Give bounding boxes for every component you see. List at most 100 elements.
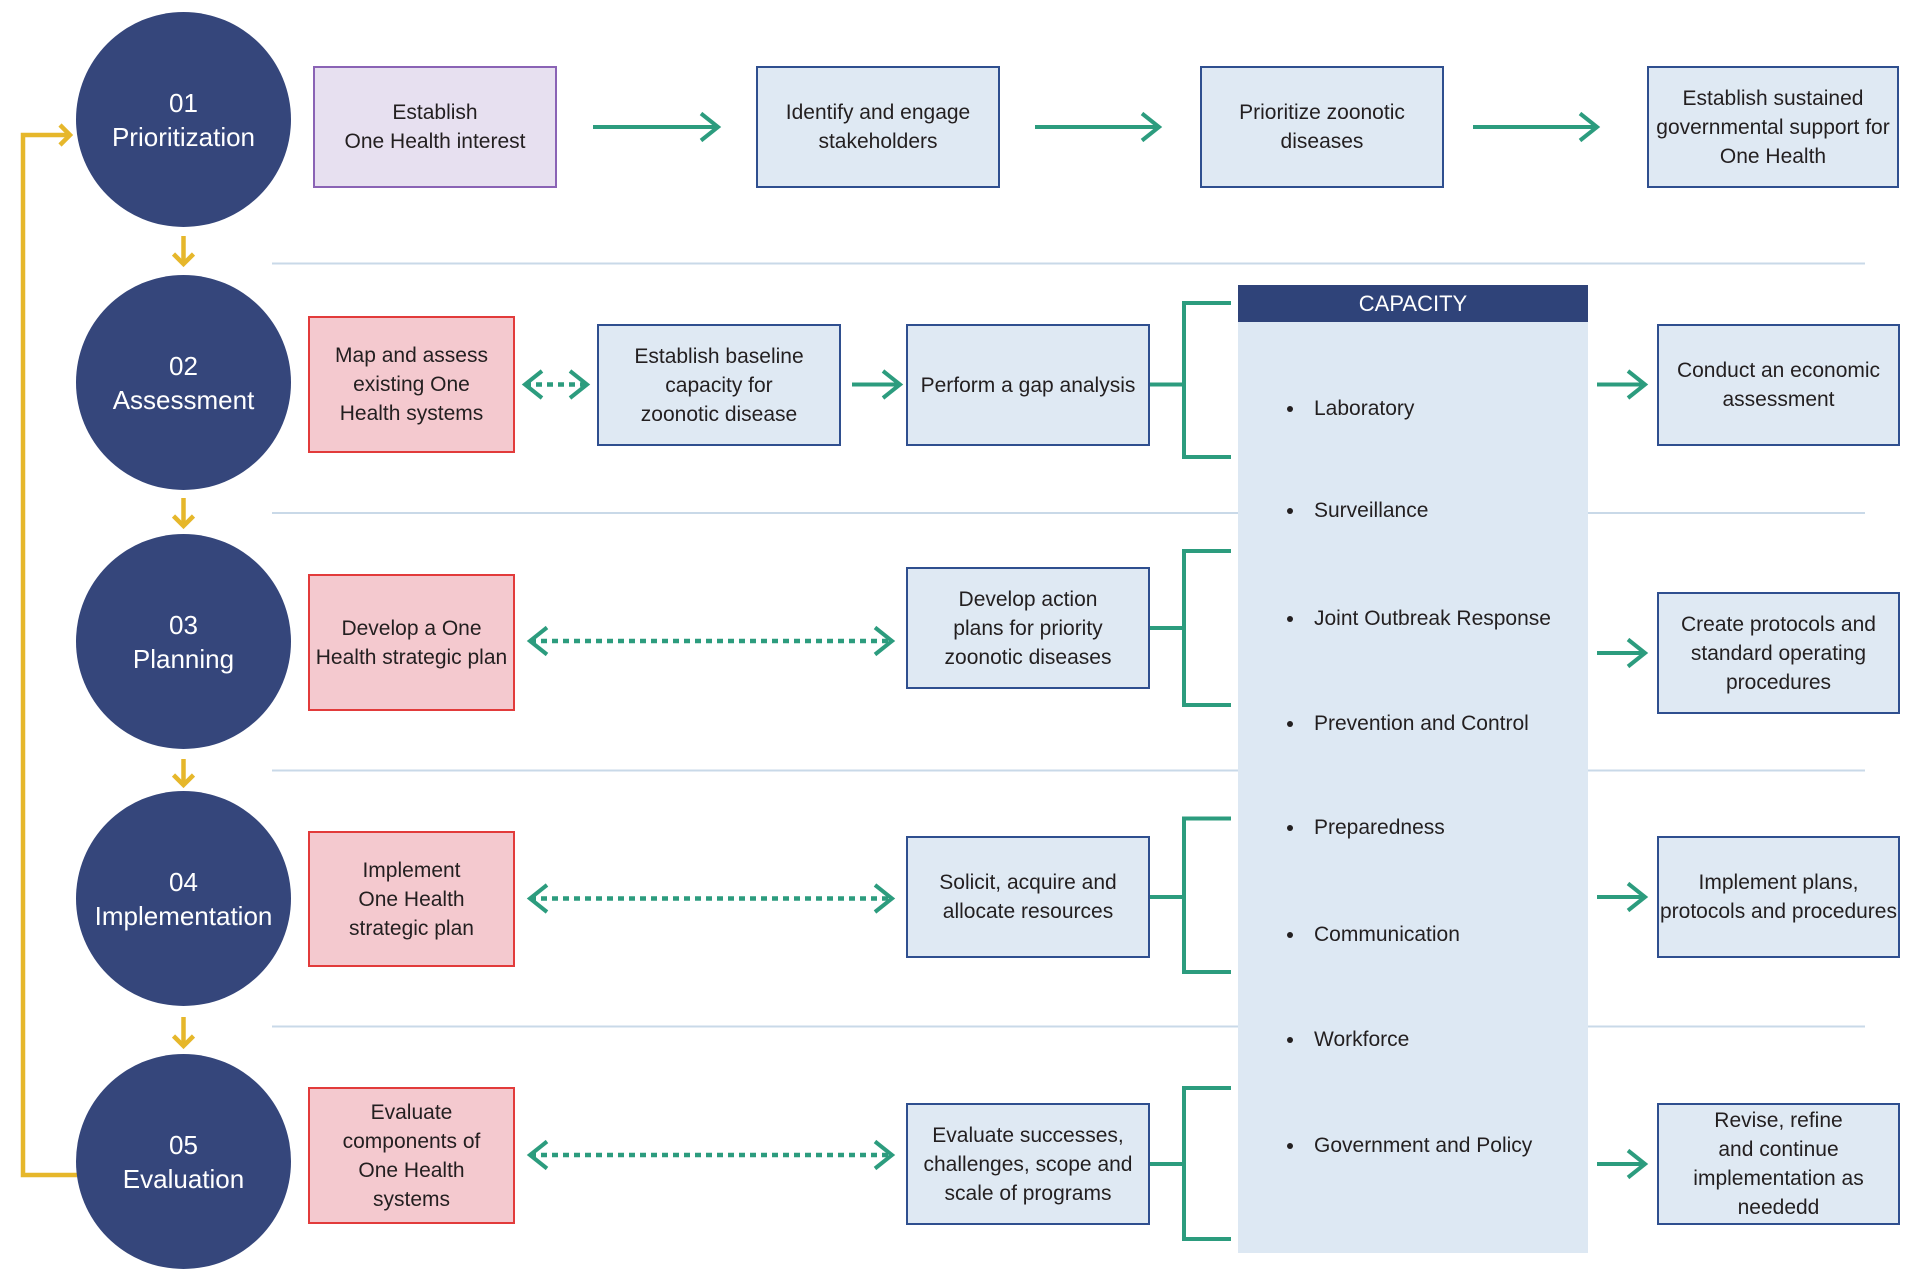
phase-name: Planning [132,643,235,674]
box-label-line: Map and assess [335,344,488,367]
phase-circle-planning: 03 Planning [76,534,291,749]
bullet-icon [1287,721,1293,727]
capacity-item: Communication [1287,920,1460,950]
capacity-item: Workforce [1287,1025,1409,1055]
capacity-title: CAPACITY [1238,285,1588,322]
phase-number: 04 [169,866,198,897]
capacity-item-label: Prevention and Control [1314,712,1529,735]
box-label-line: Create protocols and [1681,612,1876,636]
box-label-line: One Health [358,1158,465,1182]
capacity-item-label: Workforce [1314,1028,1410,1051]
box-label-line: protocols and procedures [1660,900,1897,923]
capacity-item: Preparedness [1287,813,1445,843]
phase-name: Assessment [112,384,255,415]
evaluation-action-box: Evaluate successes, challenges, scope an… [906,1103,1150,1225]
box-label-line: Establish [392,101,478,124]
box-label-line: assessment [1722,388,1835,411]
box-label-line: Solicit, acquire and [939,871,1117,894]
assessment-baseline-box: Establish baseline capacity for zoonotic… [597,324,841,446]
capacity-item: Surveillance [1287,496,1428,526]
box-label-line: zoonotic disease [640,402,798,426]
assessment-systems-box: Map and assess existing One Health syste… [308,316,515,453]
box-label-line: and continue [1718,1138,1839,1161]
step-identify-stakeholders: Identify and engage stakeholders [756,66,1000,188]
box-label-line: challenges, scope and [923,1152,1133,1176]
box-label-line: One Health interest [344,130,526,153]
box-label-line: Evaluate [370,1100,453,1124]
evaluation-outcome-box: Revise, refine and continue implementati… [1657,1103,1900,1225]
phase-number: 05 [169,1129,198,1160]
box-label-line: stakeholders [818,130,938,153]
phase-name: Prioritization [111,121,256,152]
bullet-icon [1287,825,1293,831]
phase-circle-assessment: 02 Assessment [76,275,291,490]
box-label-line: capacity for [665,373,773,397]
box-label-line: components of [342,1129,481,1153]
bullet-icon [1287,616,1293,622]
capacity-item-label: Preparedness [1314,816,1445,839]
bracket-resources-capacity [1182,816,1231,974]
box-label-line: Establish baseline [634,344,804,368]
bullet-icon [1287,406,1293,412]
box-label-line: Identify and engage [785,101,971,124]
box-label-line: Prioritize zoonotic [1239,101,1405,124]
phase-name: Implementation [94,900,273,931]
implementation-systems-box: Implement One Health strategic plan [308,831,515,967]
box-label-line: procedures [1725,670,1832,694]
step-establish-interest: Establish One Health interest [313,66,557,188]
bullet-icon [1287,508,1293,514]
box-label-line: Develop a One [341,616,482,640]
capacity-item: Joint Outbreak Response [1287,604,1551,634]
capacity-panel: CAPACITY Laboratory Surveillance Joint O… [1238,285,1588,1253]
planning-systems-box: Develop a One Health strategic plan [308,574,515,711]
box-label-line: strategic plan [349,916,474,940]
capacity-item-label: Surveillance [1314,499,1429,522]
phase-circle-implementation: 04 Implementation [76,791,291,1006]
box-label-line: plans for priority [953,616,1103,640]
bullet-icon [1287,932,1293,938]
box-label-line: Revise, refine [1714,1109,1843,1132]
assessment-gap-analysis-box: Perform a gap analysis [906,324,1150,446]
box-label-line: One Health [358,887,465,911]
evaluation-feedback-loop-arrow [20,123,77,1178]
capacity-item-label: Joint Outbreak Response [1314,607,1551,630]
box-label-line: scale of programs [944,1181,1112,1205]
planning-action-box: Develop action plans for priority zoonot… [906,567,1150,689]
step-prioritize-zoonotic-diseases: Prioritize zoonotic diseases [1200,66,1444,188]
implementation-action-box: Solicit, acquire and allocate resources [906,836,1150,958]
capacity-item: Government and Policy [1287,1131,1532,1161]
capacity-item-label: Government and Policy [1314,1134,1533,1157]
box-label-line: systems [372,1187,450,1211]
box-label-line: Implement plans, [1698,871,1859,894]
capacity-item-label: Laboratory [1314,397,1415,420]
capacity-item: Prevention and Control [1287,709,1529,739]
box-label-line: One Health [1719,144,1827,168]
bracket-gap-analysis-capacity [1182,301,1231,459]
box-label-line: Health systems [339,402,484,425]
box-label-line: Perform a gap analysis [920,373,1136,397]
phase-name: Evaluation [122,1163,245,1194]
capacity-item-label: Communication [1314,923,1460,946]
step-sustained-governmental-support: Establish sustained governmental support… [1647,66,1899,188]
bullet-icon [1287,1143,1293,1149]
phase-number: 02 [169,350,198,381]
bracket-action-plans-capacity [1182,549,1231,707]
planning-outcome-box: Create protocols and standard operating … [1657,592,1900,714]
box-label-line: Develop action [958,587,1098,611]
box-label-line: standard operating [1690,641,1867,665]
box-label-line: neededd [1737,1196,1820,1219]
box-label-line: Evaluate successes, [932,1123,1124,1147]
bullet-icon [1287,1037,1293,1043]
phase-number: 01 [169,87,198,118]
implementation-outcome-box: Implement plans, protocols and procedure… [1657,836,1900,958]
phase-circle-evaluation: 05 Evaluation [76,1054,291,1269]
box-label-line: Establish sustained [1682,86,1864,110]
box-label-line: Health strategic plan [315,645,508,669]
box-label-line: governmental support for [1656,115,1890,139]
evaluation-systems-box: Evaluate components of One Health system… [308,1087,515,1224]
box-label-line: implementation as [1693,1167,1864,1190]
capacity-item: Laboratory [1287,394,1414,424]
box-label-line: Implement [362,858,461,882]
box-label-line: zoonotic diseases [944,645,1112,669]
